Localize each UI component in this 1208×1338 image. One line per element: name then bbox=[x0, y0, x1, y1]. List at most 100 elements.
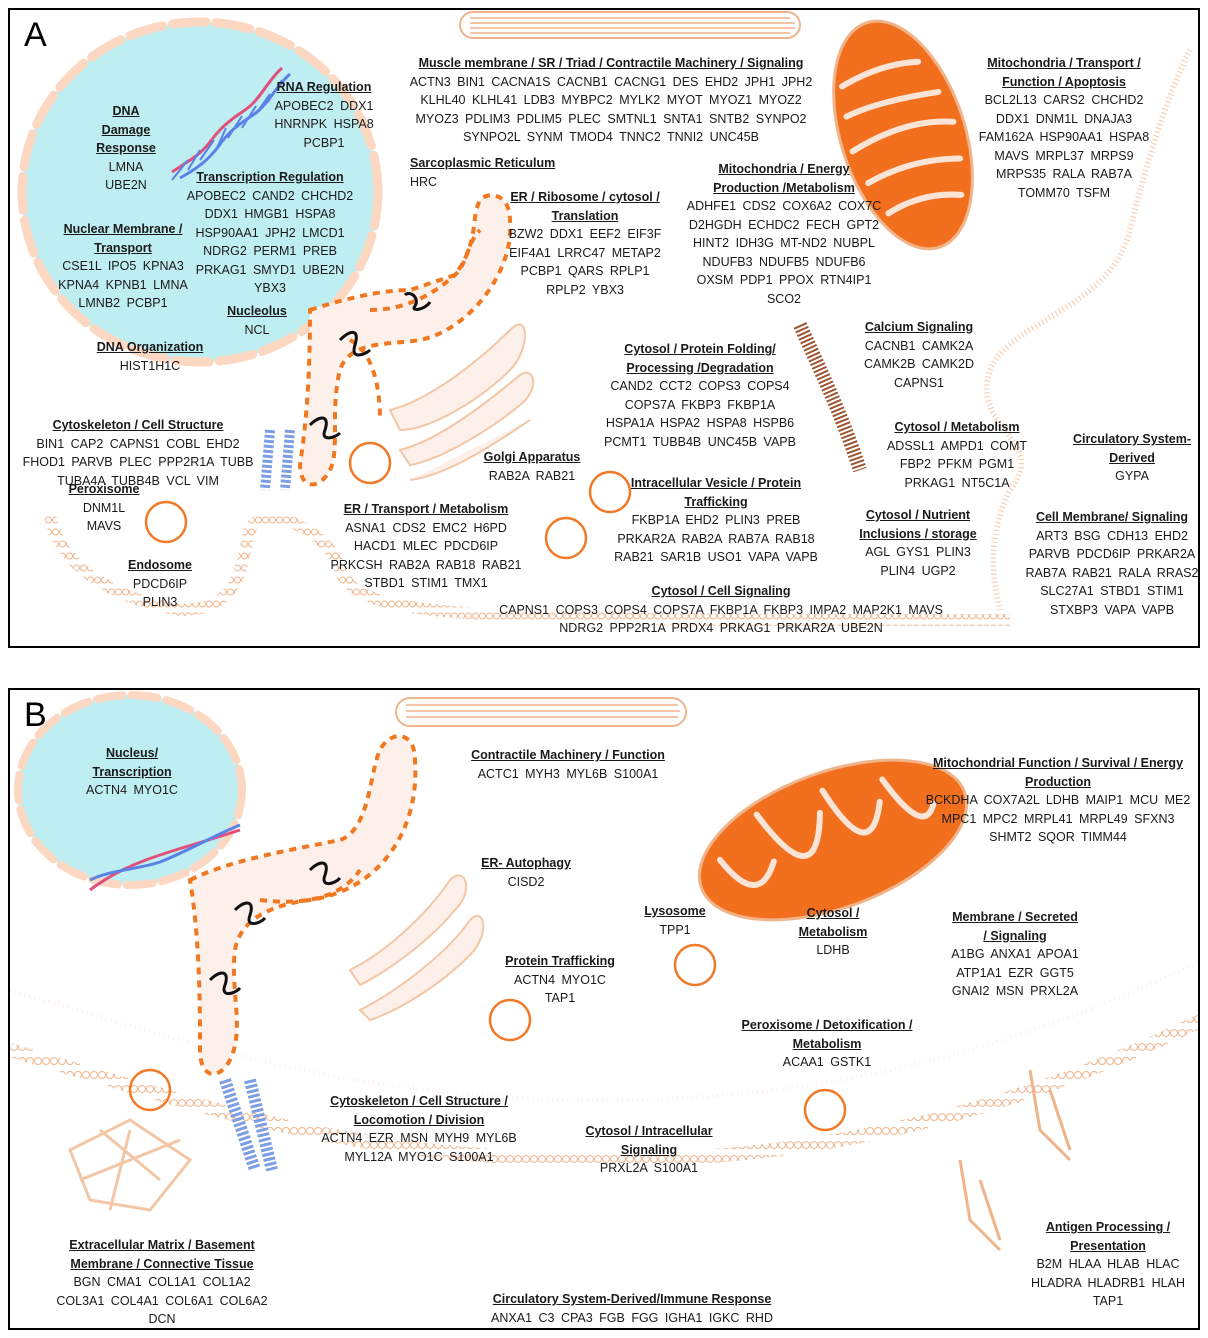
gene-list: PRXL2A S100A1 bbox=[570, 1159, 728, 1178]
group-circulatory: Circulatory System-Derived/Immune Respon… bbox=[464, 1290, 800, 1327]
group-title: Sarcoplasmic Reticulum bbox=[410, 154, 580, 173]
group-title: Cytosol / Metabolism bbox=[788, 904, 878, 941]
gene-list: BCL2L13 CARS2 CHCHD2 DDX1 DNM1L DNAJA3 F… bbox=[974, 91, 1154, 202]
group-nucleolus: Nucleolus NCL bbox=[212, 302, 302, 339]
group-protein-trafficking: Protein Trafficking ACTN4 MYO1C TAP1 bbox=[496, 952, 624, 1008]
group-circulatory: Circulatory System- Derived GYPA bbox=[1070, 430, 1194, 486]
group-title: Intracellular Vesicle / Protein Traffick… bbox=[606, 474, 826, 511]
group-title: Cytosol / Intracellular Signaling bbox=[570, 1122, 728, 1159]
microtubule-left bbox=[265, 430, 290, 490]
group-peroxisome: Peroxisome DNM1L MAVS bbox=[64, 480, 144, 536]
gene-list: BZW2 DDX1 EEF2 EIF3F EIF4A1 LRRC47 METAP… bbox=[500, 225, 670, 299]
gene-list: LMNA UBE2N bbox=[92, 158, 160, 195]
group-title: Membrane / Secreted / Signaling bbox=[950, 908, 1080, 945]
group-title: Cell Membrane/ Signaling bbox=[1024, 508, 1200, 527]
gene-list: ACTN4 MYO1C TAP1 bbox=[496, 971, 624, 1008]
gene-list: TPP1 bbox=[640, 921, 710, 940]
group-endosome: Endosome PDCD6IP PLIN3 bbox=[120, 556, 200, 612]
gene-list: ART3 BSG CDH13 EHD2 PARVB PDCD6IP PRKAR2… bbox=[1024, 527, 1200, 620]
group-dna-damage: DNA Damage Response LMNA UBE2N bbox=[92, 102, 160, 195]
extracellular-matrix bbox=[70, 1120, 190, 1210]
group-contractile: Contractile Machinery / Function ACTC1 M… bbox=[448, 746, 688, 783]
gene-list: GYPA bbox=[1070, 467, 1194, 486]
gene-list: APOBEC2 CAND2 CHCHD2 DDX1 HMGB1 HSPA8 HS… bbox=[180, 187, 360, 298]
group-dna-organization: DNA Organization HIST1H1C bbox=[80, 338, 220, 375]
panel-b: B Nucleus/ Transcription ACTN4 MYO1C Con… bbox=[8, 688, 1200, 1330]
gene-list: ADSSL1 AMPD1 COMT FBP2 PFKM PGM1 PRKAG1 … bbox=[872, 437, 1042, 493]
group-title: Cytosol / Nutrient Inclusions / storage bbox=[848, 506, 988, 543]
gene-list: CACNB1 CAMK2A CAMK2B CAMK2D CAPNS1 bbox=[844, 337, 994, 393]
group-golgi: Golgi Apparatus RAB2A RAB21 bbox=[472, 448, 592, 485]
group-title: Peroxisome bbox=[64, 480, 144, 499]
gene-list: LDHB bbox=[788, 941, 878, 960]
group-title: Cytosol / Metabolism bbox=[872, 418, 1042, 437]
group-muscle-membrane: Muscle membrane / SR / Triad / Contracti… bbox=[406, 54, 816, 147]
gene-list: ADHFE1 CDS2 COX6A2 COX7C D2HGDH ECHDC2 F… bbox=[684, 197, 884, 308]
group-title: DNA Damage Response bbox=[92, 102, 160, 158]
group-cytosol-metabolism: Cytosol / Metabolism LDHB bbox=[788, 904, 878, 960]
gene-list: AGL GYS1 PLIN3 PLIN4 UGP2 bbox=[848, 543, 988, 580]
gene-list: BCKDHA COX7A2L LDHB MAIP1 MCU ME2 MPC1 M… bbox=[918, 791, 1198, 847]
group-title: Mitochondria / Transport / Function / Ap… bbox=[974, 54, 1154, 91]
group-title: Nuclear Membrane / Transport bbox=[58, 220, 188, 257]
gene-list: PDCD6IP PLIN3 bbox=[120, 575, 200, 612]
group-antigen: Antigen Processing / Presentation B2M HL… bbox=[1016, 1218, 1200, 1311]
gene-list: ACTN4 EZR MSN MYH9 MYL6B MYL12A MYO1C S1… bbox=[316, 1129, 522, 1166]
gene-list: DNM1L MAVS bbox=[64, 499, 144, 536]
group-mito-energy: Mitochondria / Energy Production /Metabo… bbox=[684, 160, 884, 308]
group-title: Contractile Machinery / Function bbox=[448, 746, 688, 765]
gene-list: ACAA1 GSTK1 bbox=[722, 1053, 932, 1072]
group-er-ribosome: ER / Ribosome / cytosol / Translation BZ… bbox=[500, 188, 670, 299]
group-title: Endosome bbox=[120, 556, 200, 575]
gene-list: ASNA1 CDS2 EMC2 H6PD HACD1 MLEC PDCD6IP … bbox=[326, 519, 526, 593]
group-title: Circulatory System-Derived/Immune Respon… bbox=[464, 1290, 800, 1309]
gene-list: CAND2 CCT2 COPS3 COPS4 COPS7A FKBP3 FKBP… bbox=[600, 377, 800, 451]
gene-list: A1BG ANXA1 APOA1 ATP1A1 EZR GGT5 GNAI2 M… bbox=[950, 945, 1080, 1001]
group-nucleus: Nucleus/ Transcription ACTN4 MYO1C bbox=[82, 744, 182, 800]
group-title: DNA Organization bbox=[80, 338, 220, 357]
group-title: Mitochondrial Function / Survival / Ener… bbox=[918, 754, 1198, 791]
group-membrane-secreted: Membrane / Secreted / Signaling A1BG ANX… bbox=[950, 908, 1080, 1001]
group-title: Nucleus/ Transcription bbox=[82, 744, 182, 781]
microtubule bbox=[225, 1080, 272, 1170]
golgi-apparatus bbox=[350, 875, 483, 1020]
gene-list: APOBEC2 DDX1 HNRNPK HSPA8 PCBP1 bbox=[254, 97, 394, 153]
group-title: Circulatory System- Derived bbox=[1070, 430, 1194, 467]
group-intracellular-signaling: Cytosol / Intracellular Signaling PRXL2A… bbox=[570, 1122, 728, 1178]
gene-list: HIST1H1C bbox=[80, 357, 220, 376]
gene-list: RAB2A RAB21 bbox=[472, 467, 592, 486]
group-title: Nucleolus bbox=[212, 302, 302, 321]
group-lysosome: Lysosome TPP1 bbox=[640, 902, 710, 939]
group-title: Cytosol / Protein Folding/ Processing /D… bbox=[600, 340, 800, 377]
group-title: Cytosol / Cell Signaling bbox=[498, 582, 944, 601]
gene-list: ACTC1 MYH3 MYL6B S100A1 bbox=[448, 765, 688, 784]
group-mito-function: Mitochondrial Function / Survival / Ener… bbox=[918, 754, 1198, 847]
group-cytosol-metabolism: Cytosol / Metabolism ADSSL1 AMPD1 COMT F… bbox=[872, 418, 1042, 492]
gene-list: CISD2 bbox=[476, 873, 576, 892]
group-nutrient: Cytosol / Nutrient Inclusions / storage … bbox=[848, 506, 988, 580]
myofilament-bundle bbox=[396, 698, 686, 726]
group-cell-signaling: Cytosol / Cell Signaling CAPNS1 COPS3 CO… bbox=[498, 582, 944, 638]
gene-list: BGN CMA1 COL1A1 COL1A2 COL3A1 COL4A1 COL… bbox=[48, 1273, 276, 1329]
gene-list: ANXA1 C3 CPA3 FGB FGG IGHA1 IGKC RHD bbox=[464, 1309, 800, 1328]
group-title: RNA Regulation bbox=[254, 78, 394, 97]
group-peroxisome-detox: Peroxisome / Detoxification / Metabolism… bbox=[722, 1016, 932, 1072]
group-title: Muscle membrane / SR / Triad / Contracti… bbox=[406, 54, 816, 73]
gene-list: ACTN3 BIN1 CACNA1S CACNB1 CACNG1 DES EHD… bbox=[406, 73, 816, 147]
group-nuclear-membrane: Nuclear Membrane / Transport CSE1L IPO5 … bbox=[58, 220, 188, 313]
panel-letter: B bbox=[24, 696, 47, 735]
gene-list: CAPNS1 COPS3 COPS4 COPS7A FKBP1A FKBP3 I… bbox=[498, 601, 944, 638]
group-title: Peroxisome / Detoxification / Metabolism bbox=[722, 1016, 932, 1053]
group-title: Mitochondria / Energy Production /Metabo… bbox=[684, 160, 884, 197]
group-cytoskeleton: Cytoskeleton / Cell Structure / Locomoti… bbox=[316, 1092, 522, 1166]
gene-list: FKBP1A EHD2 PLIN3 PREB PRKAR2A RAB2A RAB… bbox=[606, 511, 826, 567]
group-mito-transport: Mitochondria / Transport / Function / Ap… bbox=[974, 54, 1154, 202]
group-title: Cytoskeleton / Cell Structure bbox=[18, 416, 258, 435]
gene-list: NCL bbox=[212, 321, 302, 340]
group-title: Protein Trafficking bbox=[496, 952, 624, 971]
group-title: Cytoskeleton / Cell Structure / Locomoti… bbox=[316, 1092, 522, 1129]
panel-a: A DNA Damage Response LMNA UBE2N RNA Reg… bbox=[8, 8, 1200, 648]
group-er-transport: ER / Transport / Metabolism ASNA1 CDS2 E… bbox=[326, 500, 526, 593]
group-title: ER / Transport / Metabolism bbox=[326, 500, 526, 519]
group-vesicle-trafficking: Intracellular Vesicle / Protein Traffick… bbox=[606, 474, 826, 567]
